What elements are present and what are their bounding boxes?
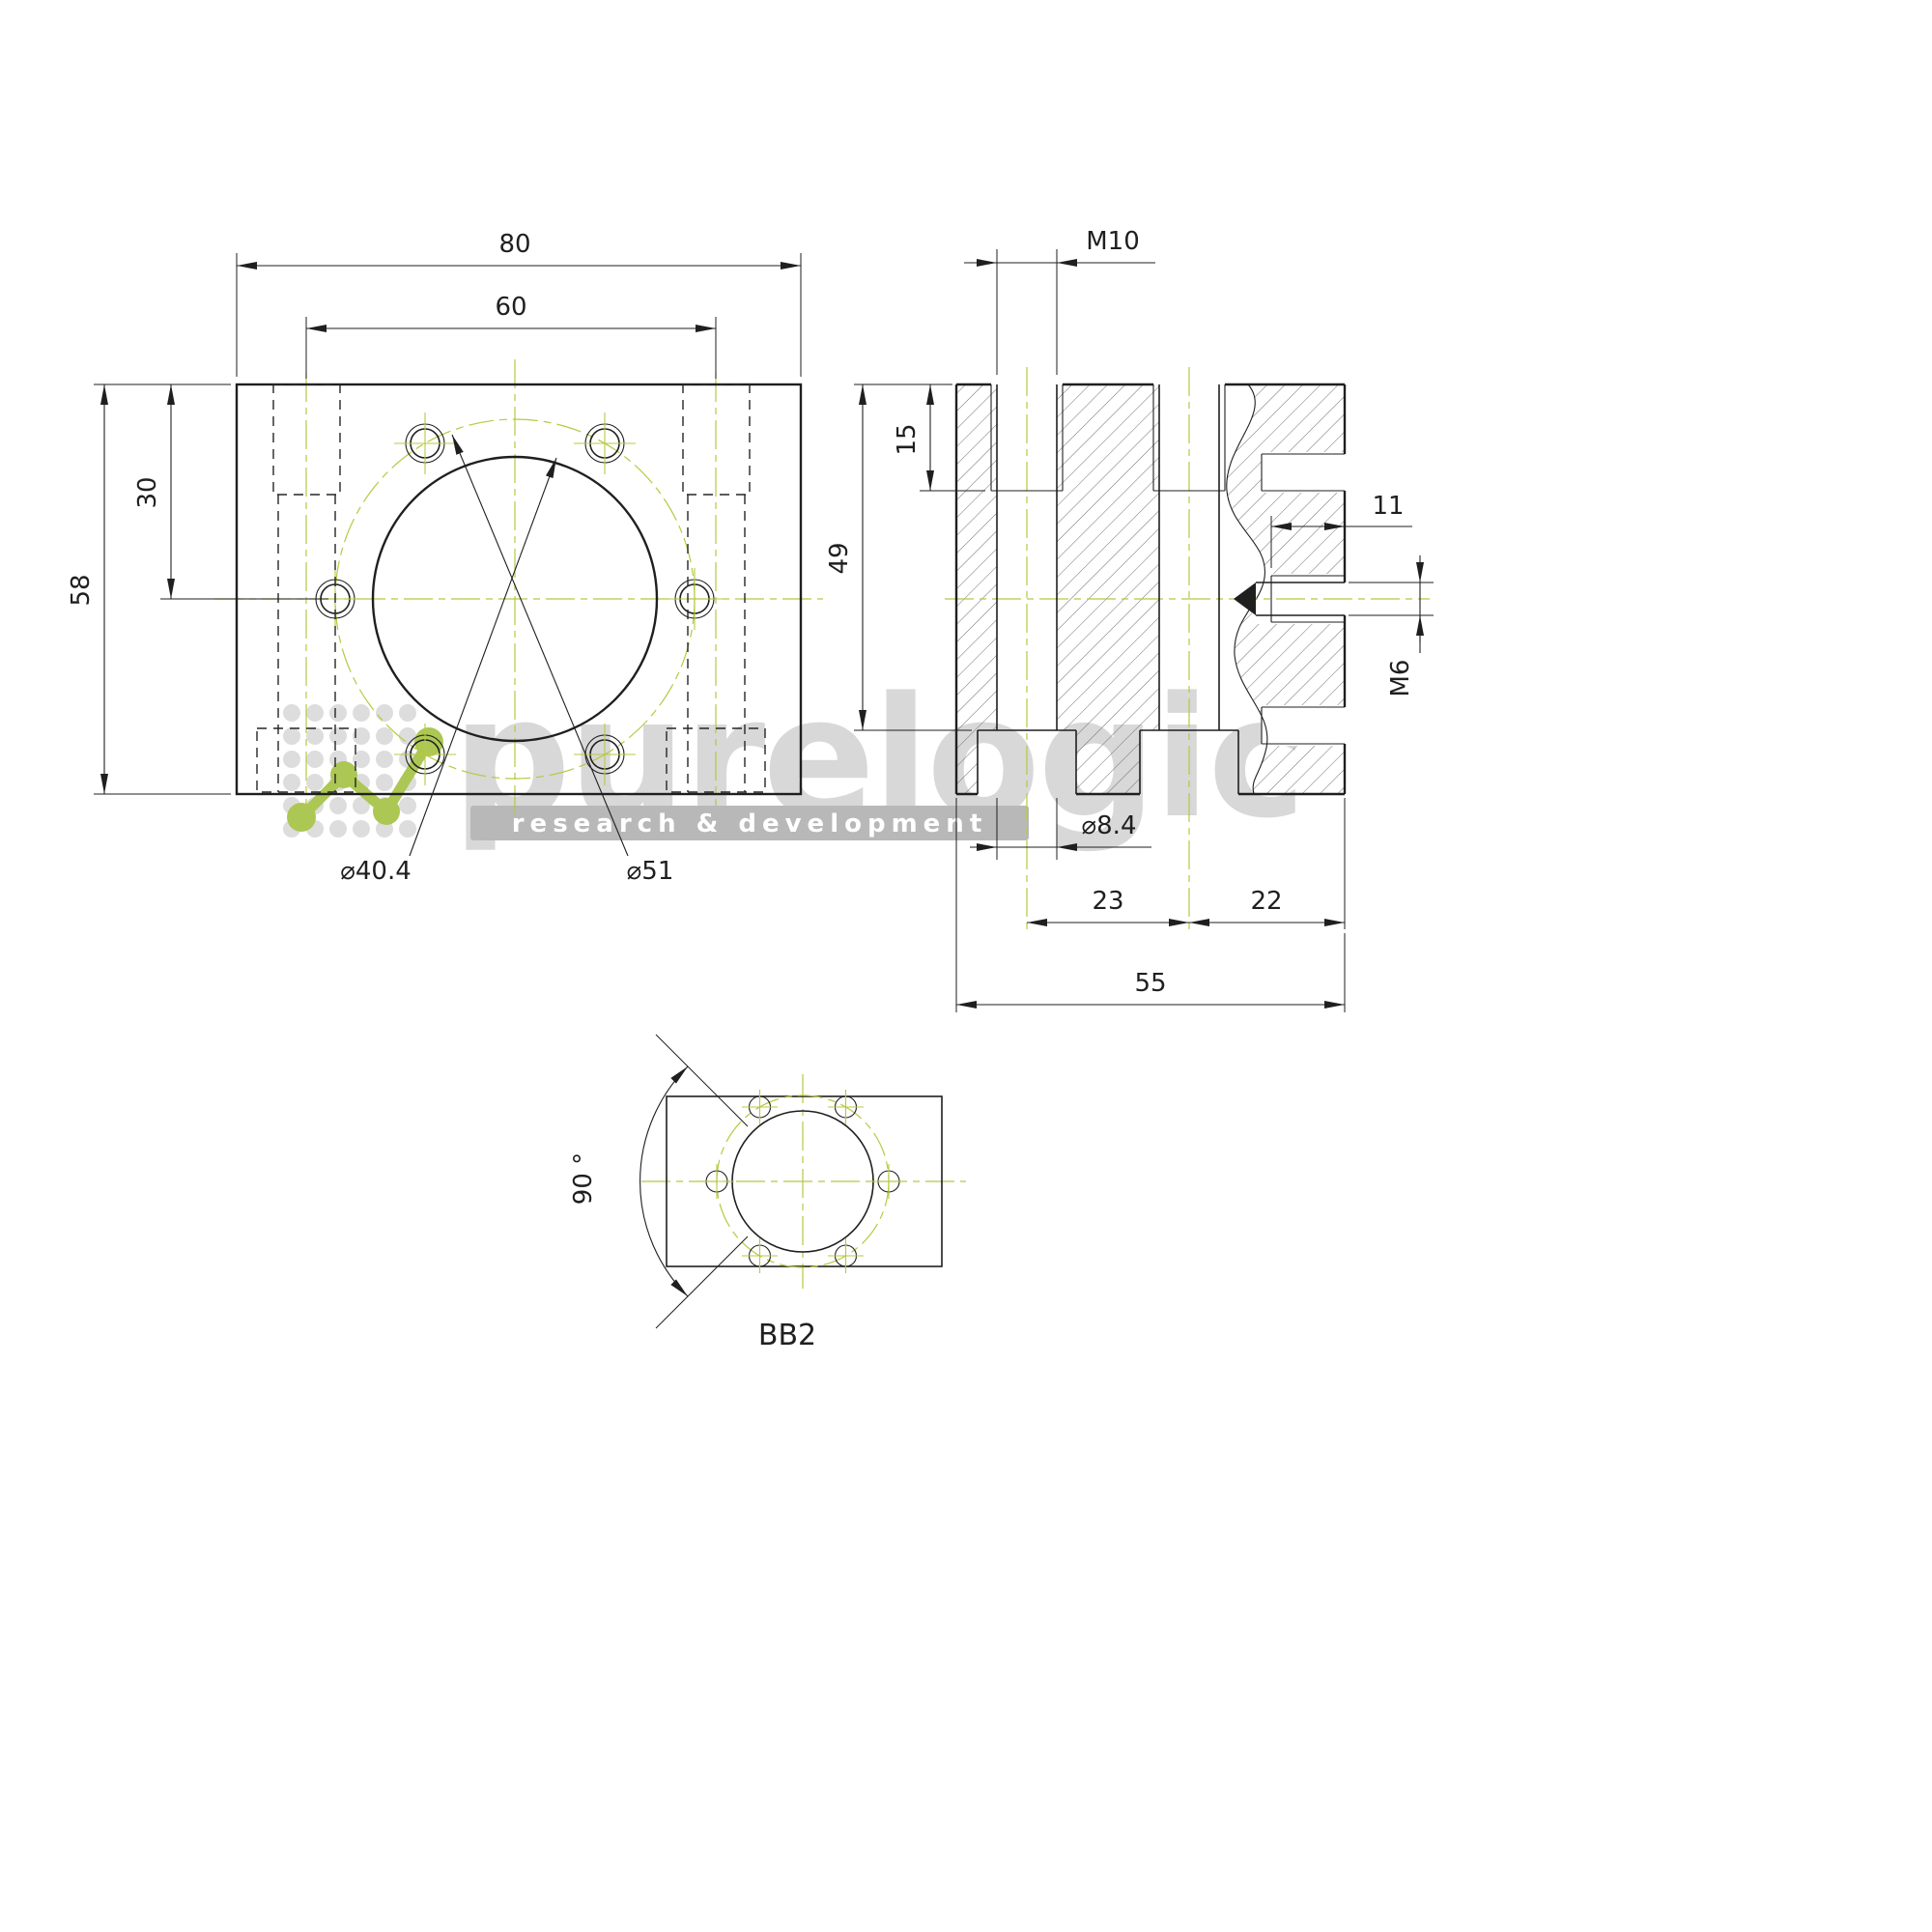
right-face-slots (1261, 453, 1345, 745)
dim-hole-to-face-22: 22 (1189, 798, 1346, 929)
leader-bore-diameter: ⌀40.4 (340, 457, 557, 886)
bore-circle (371, 455, 659, 743)
dim-depth-55: 55 (955, 798, 1346, 1012)
hidden-bottom-counterbores (256, 727, 766, 793)
dim-m10-label: M10 (1086, 227, 1140, 256)
leader-bolt-circle-diameter: ⌀51 (451, 434, 674, 886)
dim-30-label: 30 (133, 476, 162, 508)
dim-55-label: 55 (1134, 969, 1166, 998)
dim-thread-m6: M6 (1349, 555, 1434, 696)
dim-58-label: 58 (67, 574, 96, 606)
bottom-flange-holes (699, 1090, 906, 1273)
dim-8-4-label: ⌀8.4 (1081, 811, 1136, 840)
dim-side-hole-depth-11: 11 (1270, 492, 1412, 568)
dim-thread-depth-15: 15 (854, 384, 985, 492)
side-section-view: M10 15 49 11 M6 (825, 227, 1434, 1012)
hole-column-a (977, 384, 1077, 794)
dim-49-label: 49 (825, 542, 854, 574)
front-body-outline (235, 383, 803, 796)
dim-hole-offset-30: 30 (133, 384, 328, 600)
dim-height-58: 58 (67, 384, 231, 795)
hole-column-b (1139, 384, 1239, 794)
dim-22-label: 22 (1250, 887, 1282, 916)
dim-hole-pitch-23: 23 (1027, 887, 1189, 926)
dim-23-label: 23 (1092, 887, 1123, 916)
front-view: 80 60 30 58 ⌀40.4 ⌀51 (67, 230, 823, 886)
break-line (1226, 384, 1268, 795)
dim-15-label: 15 (893, 423, 922, 455)
dim-thread-m10: M10 (964, 227, 1155, 375)
dim-width-80: 80 (236, 230, 802, 377)
dim-height-49: 49 (825, 384, 972, 731)
watermark-logo (283, 704, 443, 838)
dia-51-label: ⌀51 (627, 857, 674, 886)
dim-hole-angle-90: 90 ° (569, 1034, 749, 1329)
m6-side-hole (1234, 575, 1345, 623)
bottom-body-outline (666, 1095, 943, 1267)
hidden-top-holes (272, 384, 751, 792)
dim-mount-hole-dia: ⌀8.4 (970, 798, 1151, 860)
dim-80-label: 80 (498, 230, 530, 259)
dim-60-label: 60 (495, 293, 526, 322)
dim-11-label: 11 (1372, 492, 1404, 521)
side-body-outline (954, 383, 1347, 796)
dim-hole-spacing-60: 60 (305, 293, 717, 379)
bottom-view: 90 ° BB2 (569, 1034, 966, 1352)
watermark: purelogic research & development (283, 661, 1306, 855)
flange-holes (304, 412, 725, 785)
dim-m6-label: M6 (1386, 660, 1415, 697)
dim-90-label: 90 ° (569, 1152, 598, 1205)
dia-40-4-label: ⌀40.4 (340, 857, 412, 886)
drill-point (1234, 582, 1256, 615)
part-label: BB2 (758, 1319, 816, 1352)
watermark-tagline-text: research & development (512, 810, 988, 838)
